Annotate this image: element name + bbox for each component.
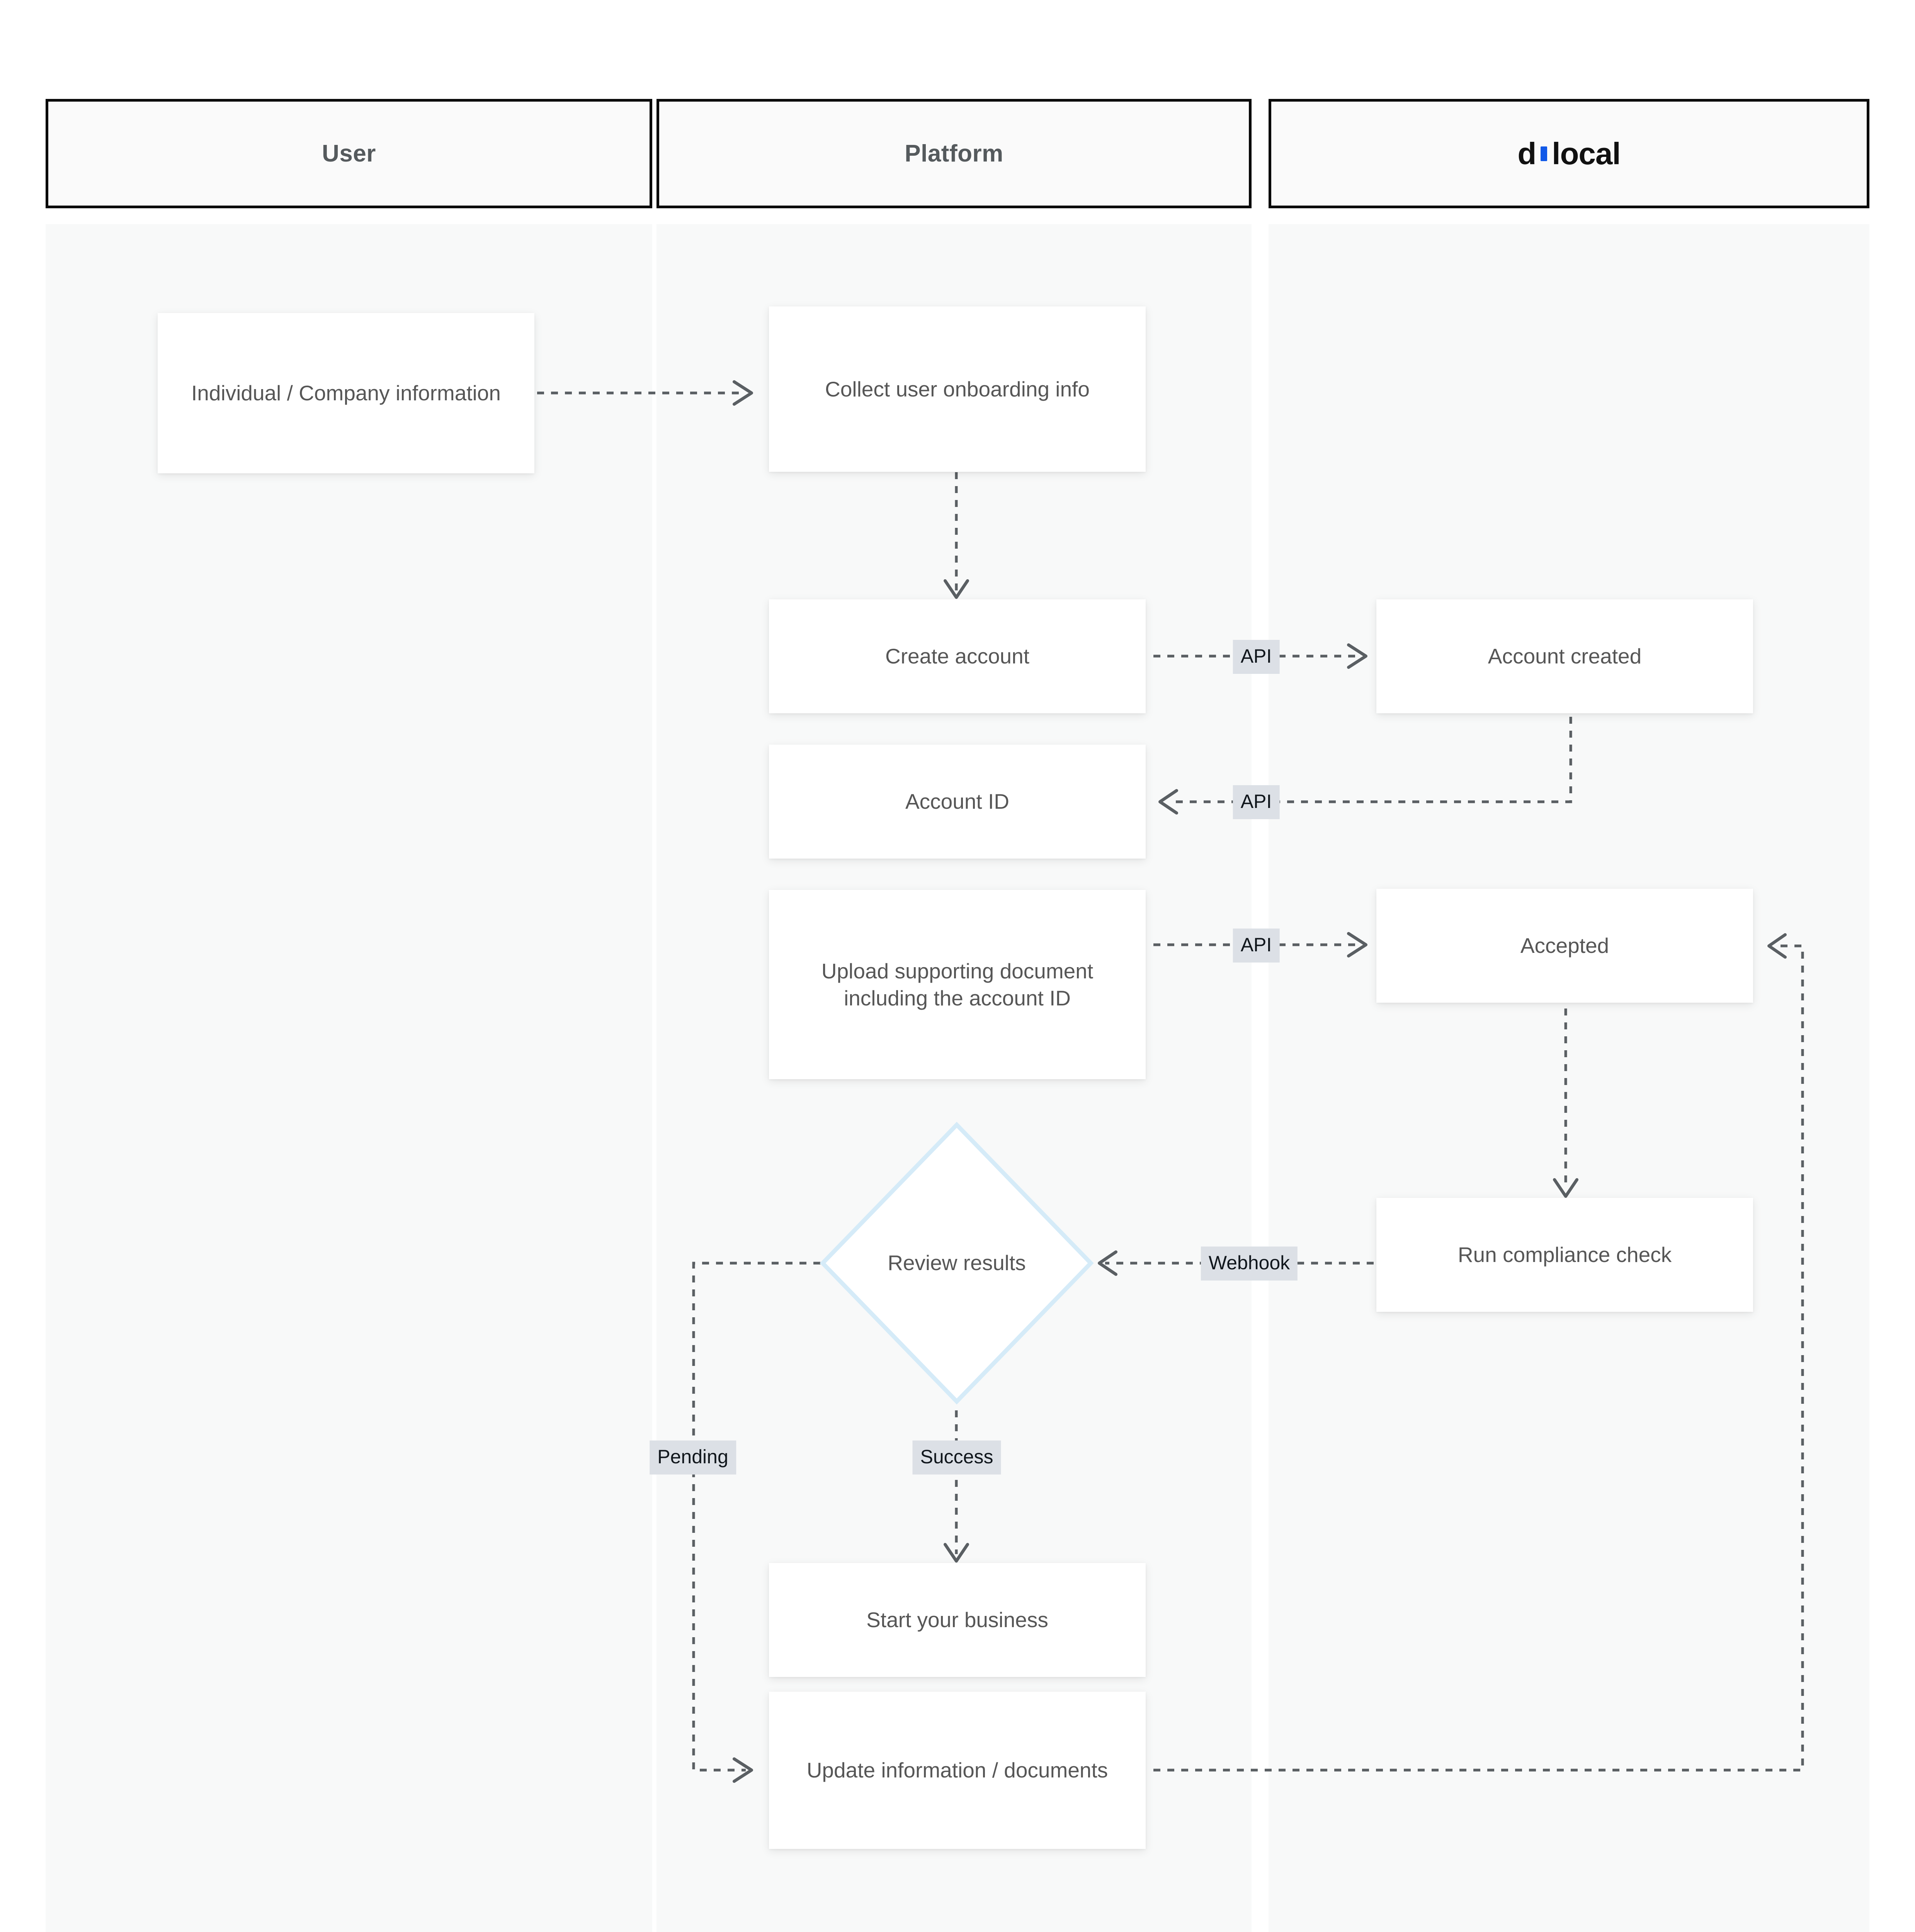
node-accepted[interactable]: Accepted	[1376, 889, 1753, 1003]
node-create-account[interactable]: Create account	[769, 599, 1146, 713]
node-start-your-business-label: Start your business	[866, 1608, 1048, 1632]
dlocal-logo-suffix: local	[1552, 136, 1621, 171]
edge-label-webhook-review: Webhook	[1201, 1247, 1298, 1281]
node-upload-supporting-document[interactable]: Upload supporting document including the…	[769, 890, 1146, 1079]
node-account-id[interactable]: Account ID	[769, 745, 1146, 859]
edge-label-branch-success: Success	[912, 1440, 1001, 1475]
node-upload-supporting-document-label: Upload supporting document including the…	[821, 959, 1094, 1010]
node-account-created[interactable]: Account created	[1376, 599, 1753, 713]
node-update-information-documents[interactable]: Update information / documents	[769, 1692, 1146, 1849]
edge-label-api-upload-document: API	[1233, 929, 1280, 963]
node-collect-user-onboarding-info[interactable]: Collect user onboarding info	[769, 306, 1146, 472]
node-review-results[interactable]: Review results	[820, 1122, 1094, 1405]
dlocal-logo-dot-icon	[1541, 146, 1548, 161]
lane-header-platform: Platform	[656, 99, 1252, 208]
node-run-compliance-check-label: Run compliance check	[1458, 1243, 1672, 1267]
node-review-results-label: Review results	[888, 1251, 1026, 1275]
node-start-your-business[interactable]: Start your business	[769, 1563, 1146, 1677]
lane-header-dlocal: d local	[1269, 99, 1869, 208]
node-individual-company-information[interactable]: Individual / Company information	[158, 313, 534, 473]
node-run-compliance-check[interactable]: Run compliance check	[1376, 1198, 1753, 1312]
lane-header-platform-label: Platform	[905, 140, 1003, 167]
edge-label-branch-pending: Pending	[650, 1440, 736, 1475]
node-accepted-label: Accepted	[1520, 934, 1609, 958]
decision-diamond-shape	[820, 1122, 1094, 1405]
edge-label-api-create-account: API	[1233, 640, 1280, 674]
lane-header-user-label: User	[322, 140, 376, 167]
node-account-created-label: Account created	[1488, 644, 1642, 668]
node-collect-user-onboarding-info-label: Collect user onboarding info	[825, 377, 1090, 401]
edge-label-api-account-id: API	[1233, 785, 1280, 819]
dlocal-logo: d local	[1517, 136, 1621, 172]
node-account-id-label: Account ID	[905, 789, 1009, 814]
lane-body-user	[46, 224, 652, 1932]
lane-header-user: User	[46, 99, 652, 208]
node-update-information-documents-label: Update information / documents	[806, 1758, 1108, 1782]
node-create-account-label: Create account	[885, 644, 1029, 668]
lane-body-dlocal	[1269, 224, 1869, 1932]
dlocal-logo-prefix: d	[1517, 136, 1536, 171]
node-individual-company-information-label: Individual / Company information	[191, 381, 501, 405]
